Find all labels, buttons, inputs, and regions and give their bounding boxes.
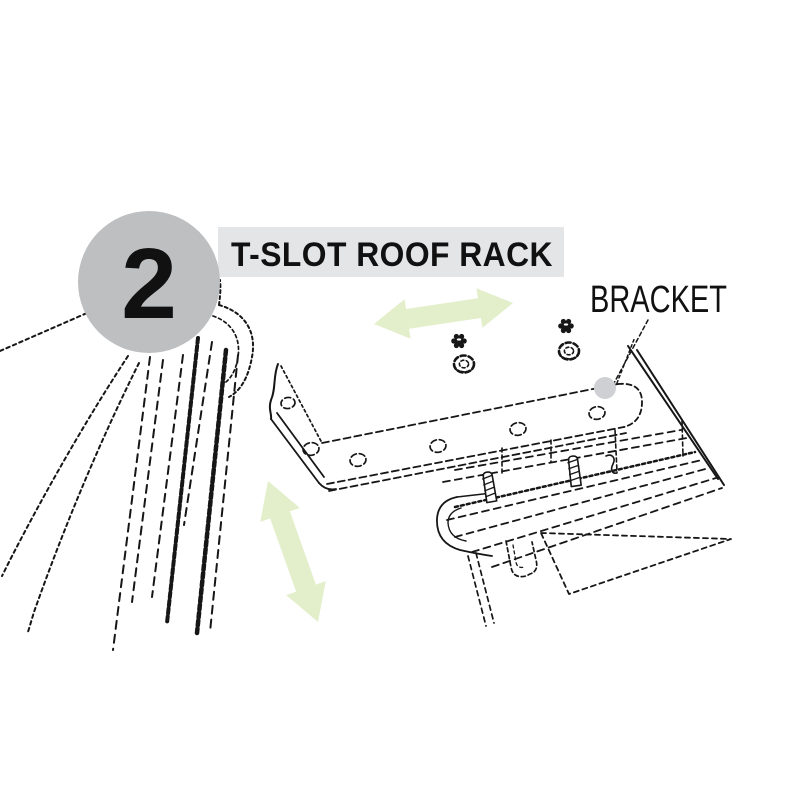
flange-bottom-edge (271, 419, 319, 483)
washer-right (559, 343, 579, 360)
rail-line (455, 430, 681, 470)
rail-line (492, 488, 722, 567)
title-banner-bg (218, 227, 564, 277)
fan-line (210, 355, 238, 632)
bracket-plate (270, 337, 642, 491)
strap-line (468, 556, 486, 626)
rail-end-cap-inner (448, 508, 466, 541)
roof-panel (541, 533, 731, 594)
bolt-hole (280, 396, 296, 409)
hanging-tab-inner (513, 545, 525, 567)
fan-line (113, 357, 150, 650)
slide-arrow-lower (260, 481, 326, 622)
rail-curve-outer (2, 356, 128, 576)
door-frame-edge-2 (637, 350, 724, 485)
bracket-anchor-dot (594, 377, 616, 399)
hanging-tab (506, 541, 537, 577)
t-bolt-stud-right (567, 455, 581, 486)
drop-line (682, 421, 683, 456)
slide-arrow-upper (374, 288, 513, 339)
flange-bottom-edge-2 (277, 413, 324, 477)
t-slot-rail (437, 346, 731, 626)
bolt-hole (509, 421, 527, 436)
bolt-hole (349, 452, 367, 467)
roof-rail-fan (0, 280, 253, 650)
flange-left-edge (270, 364, 278, 419)
title-banner-text: T-SLOT ROOF RACK (231, 236, 553, 274)
plate-right-end (618, 384, 642, 427)
plate-bottom-edge (327, 427, 624, 484)
fan-line-thick (167, 338, 198, 623)
strap-line (476, 553, 494, 623)
rail-hook-inner (213, 316, 239, 384)
bolt-hole (429, 438, 447, 453)
flange-nut-left (451, 333, 467, 349)
t-bolt-stud-left (482, 471, 497, 502)
drop-line (615, 430, 617, 472)
rail-clip (606, 455, 617, 473)
step-number: 2 (121, 228, 177, 340)
flange-top-edge (281, 366, 322, 443)
plate-top-edge (322, 384, 618, 443)
step-badge-circle (78, 211, 220, 353)
flange-nut-right (558, 318, 574, 334)
rail-curve-inner (28, 363, 139, 632)
fan-line-thick (197, 350, 226, 633)
bolt-hole (302, 441, 320, 456)
rail-line (455, 468, 709, 537)
rail-line (472, 478, 716, 552)
washer-left (454, 356, 474, 373)
rail-hook-top (219, 280, 220, 305)
rail-hook-outer (219, 305, 253, 397)
plate-bottom-edge-2 (329, 433, 626, 491)
rail-line (443, 438, 687, 482)
bracket-label-text: BRACKET (590, 279, 727, 321)
door-frame-edge (628, 346, 718, 479)
line-art (0, 280, 731, 650)
rail-line (447, 460, 702, 520)
bracket-leader-line (613, 320, 648, 385)
bolt-hole (588, 405, 606, 420)
fan-line (184, 342, 212, 525)
fan-line (132, 360, 163, 602)
roofline-diagonal (0, 313, 87, 351)
fan-line (152, 355, 183, 597)
